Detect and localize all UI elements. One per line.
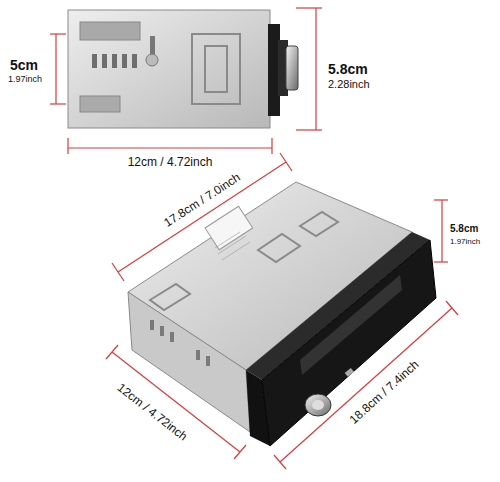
dimension-value: 12cm / 4.72inch	[115, 381, 189, 443]
dimension-value: 5.8cm	[450, 224, 478, 234]
dimension-value: 12cm / 4.72inch	[128, 156, 213, 168]
dimension-value: 2.28inch	[328, 79, 370, 90]
dimension-value: 1.97inch	[8, 75, 42, 84]
dimension-value: 5.8cm	[328, 62, 368, 76]
dimension-lines	[106, 153, 458, 469]
side-view	[68, 10, 298, 128]
dimension-value: 5cm	[10, 58, 38, 72]
dimension-lines	[50, 8, 322, 154]
dimension-value: 1.97inch	[450, 238, 480, 246]
